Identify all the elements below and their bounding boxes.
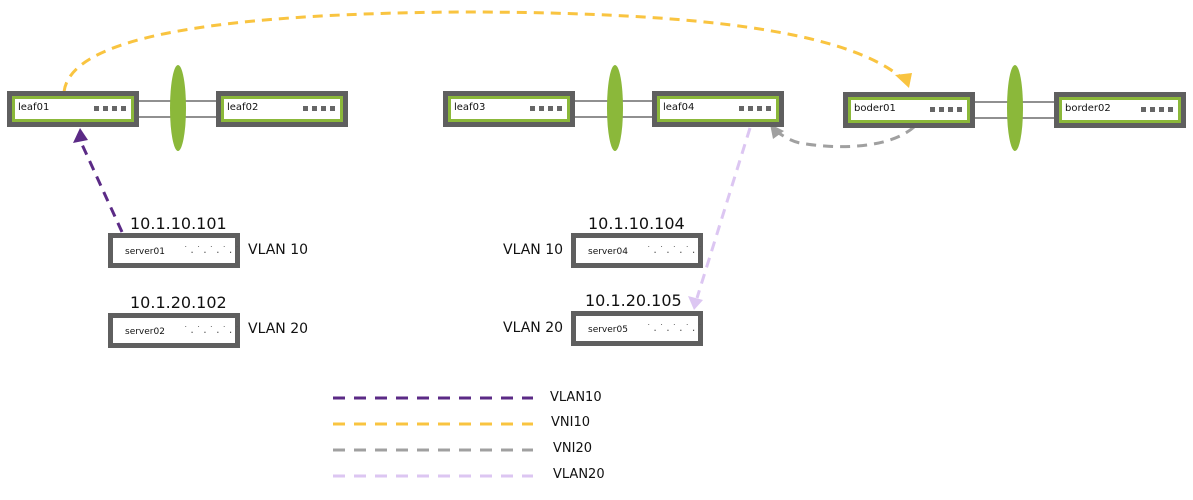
switch-label: leaf03 — [454, 102, 486, 113]
server-server04[interactable]: server04 ˙.˙.˙.˙.˙ — [571, 233, 703, 268]
server-ports-icon: ˙.˙.˙.˙.˙ — [646, 324, 704, 334]
arrowhead-icon — [73, 128, 88, 143]
server-ports-icon: ˙.˙.˙.˙.˙ — [183, 326, 241, 336]
switch-ports-icon — [94, 106, 126, 111]
arrowhead-icon — [688, 296, 703, 310]
server-server02[interactable]: server02 ˙.˙.˙.˙.˙ — [108, 313, 240, 348]
server-ports-icon: ˙.˙.˙.˙.˙ — [646, 246, 704, 256]
server-ip: 10.1.10.104 — [588, 214, 685, 233]
server-vlan: VLAN 20 — [248, 321, 309, 337]
switch-boder01[interactable]: boder01 — [843, 92, 975, 128]
mlag-bond-icon — [607, 65, 623, 151]
server-server01[interactable]: server01 ˙.˙.˙.˙.˙ — [108, 233, 240, 268]
switch-leaf03[interactable]: leaf03 — [443, 91, 575, 127]
switch-leaf04[interactable]: leaf04 — [652, 91, 784, 127]
switch-label: leaf01 — [18, 102, 50, 113]
switch-leaf02[interactable]: leaf02 — [216, 91, 348, 127]
mlag-bond-icon — [1007, 65, 1023, 151]
arrowhead-icon — [895, 73, 912, 88]
switch-label: border02 — [1065, 103, 1111, 114]
server-label: server02 — [125, 327, 165, 337]
server-vlan: VLAN 10 — [503, 242, 564, 258]
flow-vni20 — [775, 125, 915, 149]
switch-ports-icon — [1141, 107, 1173, 112]
flow-vlan20 — [695, 127, 752, 299]
peer-links-leaf03-leaf04 — [574, 65, 653, 151]
flow-layer — [62, 10, 915, 310]
legend-label-vlan20: VLAN20 — [553, 467, 605, 482]
server-vlan: VLAN 20 — [503, 320, 564, 336]
switch-label: leaf04 — [663, 102, 695, 113]
server-ip: 10.1.10.101 — [130, 214, 227, 233]
flow-vlan10 — [78, 139, 124, 233]
server-label: server05 — [588, 325, 628, 335]
peer-links-leaf01-leaf02 — [138, 65, 218, 151]
legend-label-vni20: VNI20 — [553, 441, 592, 456]
switch-ports-icon — [930, 107, 962, 112]
peer-links-boder01-border02 — [974, 65, 1054, 151]
legend-label-vlan10: VLAN10 — [550, 390, 602, 405]
server-vlan: VLAN 10 — [248, 242, 309, 258]
switch-ports-icon — [739, 106, 771, 111]
arrowhead-icon — [770, 124, 784, 139]
mlag-bond-icon — [170, 65, 186, 151]
server-ip: 10.1.20.105 — [585, 291, 682, 310]
switch-label: boder01 — [854, 103, 896, 114]
switch-label: leaf02 — [227, 102, 259, 113]
switch-ports-icon — [530, 106, 562, 111]
switch-border02[interactable]: border02 — [1054, 92, 1186, 128]
server-ip: 10.1.20.102 — [130, 293, 227, 312]
legend-label-vni10: VNI10 — [551, 415, 590, 430]
server-server05[interactable]: server05 ˙.˙.˙.˙.˙ — [571, 311, 703, 346]
server-ports-icon: ˙.˙.˙.˙.˙ — [183, 246, 241, 256]
switch-ports-icon — [303, 106, 335, 111]
legend-lines — [333, 396, 533, 478]
flow-vni10 — [62, 10, 903, 93]
switch-leaf01[interactable]: leaf01 — [7, 91, 139, 127]
server-label: server04 — [588, 247, 628, 257]
server-label: server01 — [125, 247, 165, 257]
